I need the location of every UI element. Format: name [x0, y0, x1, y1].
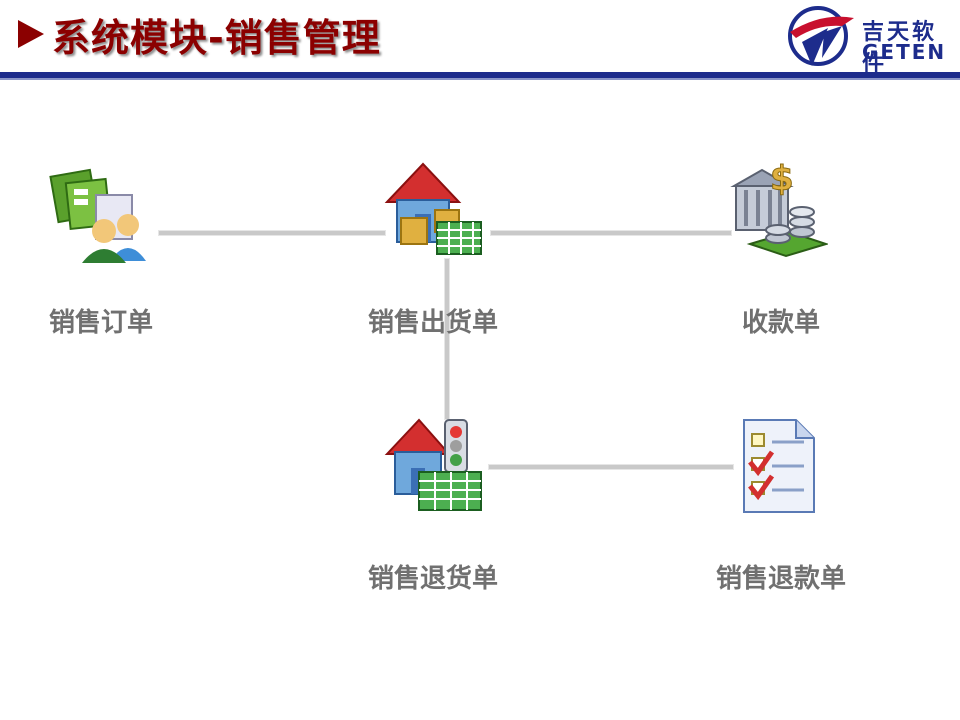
connector-order-delivery [158, 230, 386, 236]
connector-return-refund [488, 464, 734, 470]
node-label-sales-refund: 销售退款单 [715, 564, 847, 594]
house-gold-sheet-icon[interactable] [383, 158, 483, 258]
node-label-receipt: 收款单 [741, 308, 821, 338]
logo-company-name: 吉天软件 [862, 20, 938, 77]
order-documents-people-icon[interactable] [46, 165, 146, 265]
node-label-sales-order: 销售订单 [48, 308, 154, 338]
node-label-sales-return: 销售退货单 [367, 564, 499, 594]
connector-delivery-receipt [490, 230, 732, 236]
checklist-document-icon[interactable] [730, 414, 830, 514]
slide-header: 系统模块-销售管理 吉天软件 GETEN [0, 0, 960, 80]
logo-brand-text: GETEN [862, 40, 947, 64]
arrow-bullet-icon [18, 20, 44, 48]
geten-logo-icon [788, 6, 854, 66]
connector-delivery-return [444, 258, 450, 420]
bank-coins-icon[interactable]: $ [728, 160, 828, 260]
svg-text:$: $ [770, 160, 794, 199]
house-traffic-light-sheet-icon[interactable] [383, 414, 483, 514]
slide-title-text: 系统模块-销售管理 [52, 15, 381, 60]
header-divider [0, 72, 960, 78]
header-divider-light [0, 78, 960, 80]
company-logo: 吉天软件 GETEN [782, 2, 957, 77]
slide-title: 系统模块-销售管理 [18, 4, 381, 64]
node-label-sales-delivery: 销售出货单 [367, 308, 499, 338]
